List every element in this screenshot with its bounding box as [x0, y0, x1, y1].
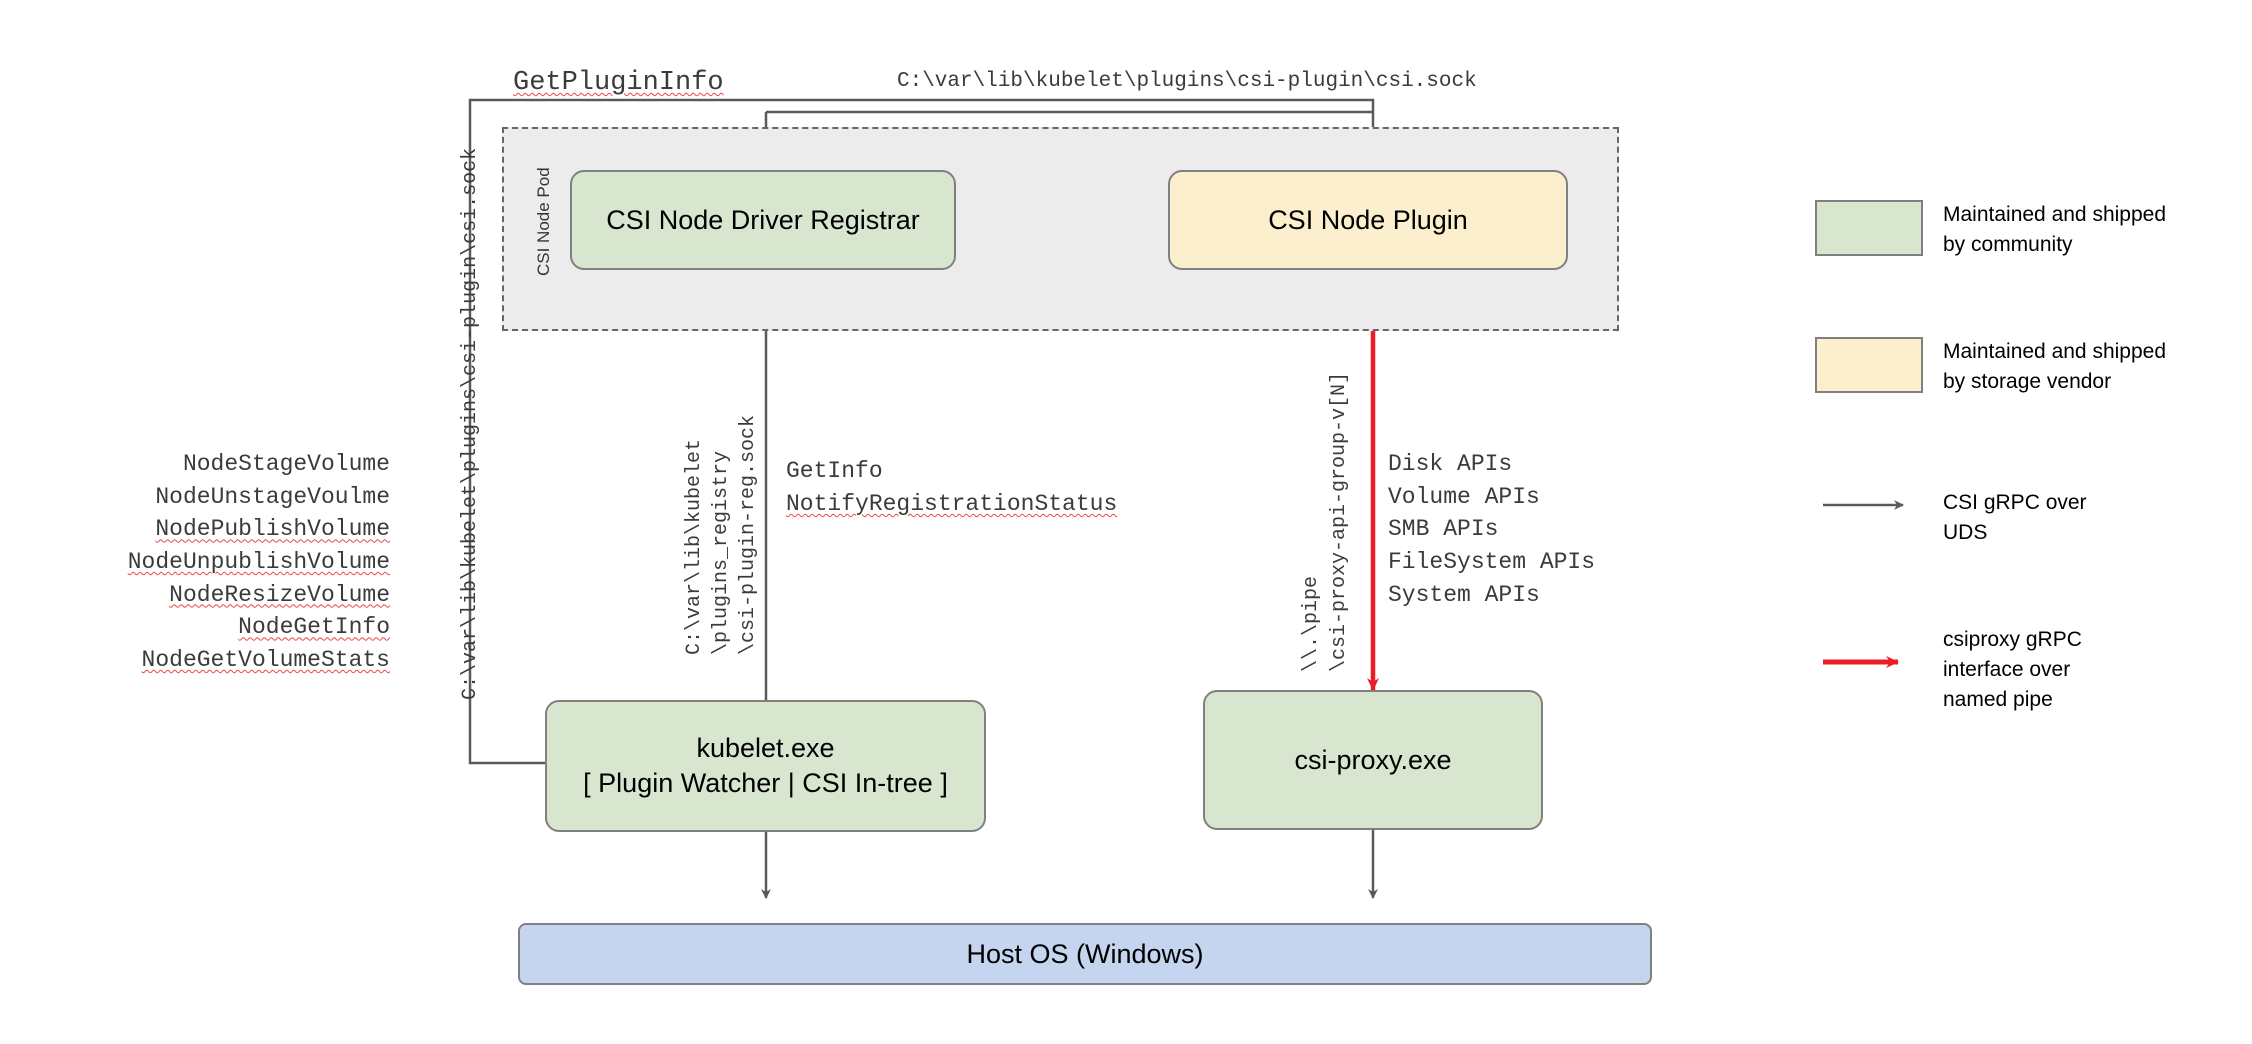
- legend-label-vendor: Maintained and shipped by storage vendor: [1943, 340, 2167, 393]
- api-item: NodeStageVolume: [182, 451, 390, 477]
- api-item: NodeGetInfo: [238, 614, 390, 641]
- legend-label-csiproxy-named-pipe: csiproxy gRPC interface over named pipe: [1943, 628, 2082, 711]
- csi-node-plugin-label: CSI Node Plugin: [1268, 204, 1468, 235]
- csi-node-plugin-box[interactable]: CSI Node Plugin: [1168, 170, 1568, 270]
- kubelet-components-label: [ Plugin Watcher | CSI In-tree ]: [583, 768, 948, 798]
- get-info-label: GetInfo: [786, 458, 883, 484]
- csi-proxy-api-list: Disk APIs Volume APIs SMB APIs FileSyste…: [1388, 448, 1718, 611]
- proxy-api-item: Disk APIs: [1388, 451, 1513, 477]
- csi-proxy-box[interactable]: csi-proxy.exe: [1203, 690, 1543, 830]
- legend-label-csi-grpc-uds: CSI gRPC over UDS: [1943, 491, 2087, 544]
- registry-sock-vertical-line3: \csi-plugin-reg.sock: [737, 414, 760, 655]
- named-pipe-vertical-line1: \\.\pipe: [1300, 575, 1323, 672]
- api-item: NodeGetVolumeStats: [141, 646, 390, 673]
- csi-node-pod-label: CSI Node Pod: [534, 167, 553, 276]
- api-item: NodePublishVolume: [155, 516, 390, 543]
- kubelet-exe-label: kubelet.exe: [696, 733, 835, 764]
- api-item: NodeUnpublishVolume: [127, 548, 390, 575]
- node-service-api-list: NodeStageVolume NodeUnstageVoulme NodePu…: [0, 448, 390, 677]
- api-item: NodeResizeVolume: [169, 581, 390, 608]
- get-plugin-info-label: GetPluginInfo: [513, 68, 724, 98]
- proxy-api-item: SMB APIs: [1388, 516, 1499, 543]
- proxy-api-item: FileSystem APIs: [1388, 548, 1596, 575]
- csi-proxy-exe-label: csi-proxy.exe: [1294, 744, 1452, 775]
- proxy-api-item: Volume APIs: [1388, 483, 1540, 510]
- registry-sock-vertical-line2: \plugins_registry: [710, 450, 733, 655]
- csi-node-driver-registrar-label: CSI Node Driver Registrar: [606, 204, 920, 235]
- csi-sock-path-label: C:\var\lib\kubelet\plugins\csi-plugin\cs…: [897, 70, 1477, 93]
- notify-registration-status-label: NotifyRegistrationStatus: [786, 491, 1118, 517]
- host-os-label: Host OS (Windows): [966, 938, 1204, 969]
- csi-node-driver-registrar-box[interactable]: CSI Node Driver Registrar: [570, 170, 956, 270]
- kubelet-box[interactable]: kubelet.exe [ Plugin Watcher | CSI In-tr…: [545, 700, 986, 832]
- named-pipe-vertical-line2: \csi-proxy-api-group-v[N]: [1328, 371, 1351, 672]
- proxy-api-item: System APIs: [1388, 581, 1540, 608]
- legend-label-community: Maintained and shipped by community: [1943, 203, 2167, 256]
- left-csi-sock-vertical-label: C:\var\lib\kubelet\plugins\csi-plugin\cs…: [459, 147, 482, 700]
- api-item: NodeUnstageVoulme: [155, 483, 390, 510]
- legend-swatch-vendor: [1815, 337, 1923, 393]
- legend-swatch-community: [1815, 200, 1923, 256]
- host-os-box[interactable]: Host OS (Windows): [518, 923, 1652, 985]
- registry-sock-vertical-line1: C:\var\lib\kubelet: [683, 438, 706, 655]
